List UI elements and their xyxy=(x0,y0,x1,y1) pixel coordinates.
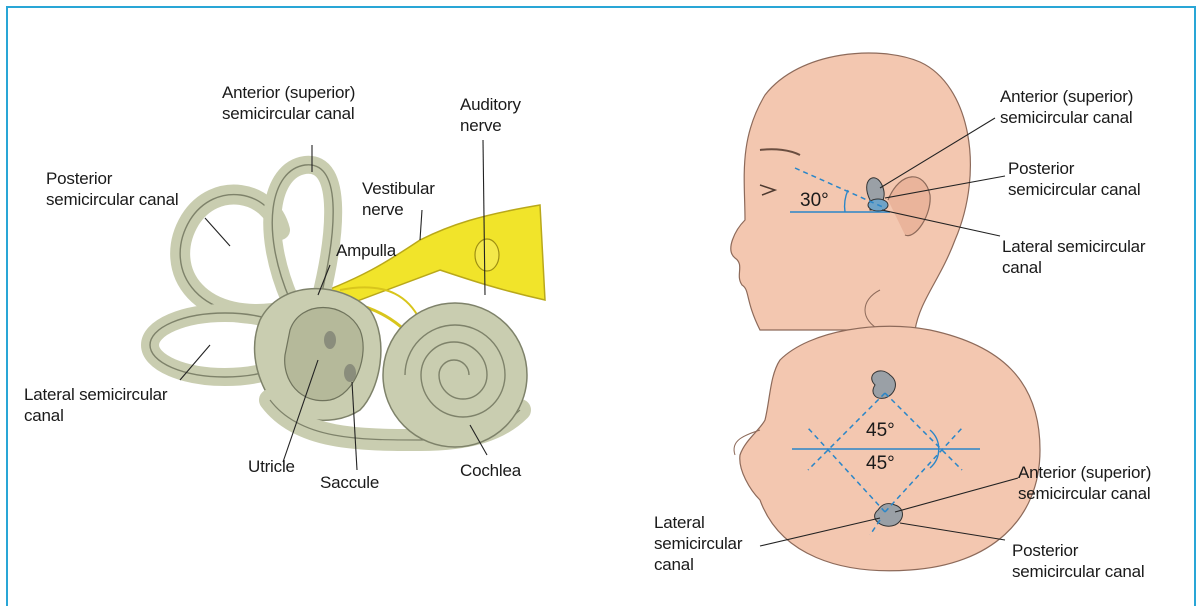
label-anterior-canal: Anterior (superior) semicircular canal xyxy=(222,82,355,124)
label-ampulla: Ampulla xyxy=(336,240,396,261)
label-side-anterior-canal: Anterior (superior) semicircular canal xyxy=(1000,86,1133,128)
cochlea-icon xyxy=(383,303,527,447)
label-saccule: Saccule xyxy=(320,472,379,493)
head-top-view xyxy=(734,326,1040,570)
saccule-icon xyxy=(344,364,356,382)
label-vestibular-nerve: Vestibular nerve xyxy=(362,178,435,220)
label-lateral-canal: Lateral semicircular canal xyxy=(24,384,167,426)
angle-label-lower: 45° xyxy=(866,453,895,475)
label-utricle: Utricle xyxy=(248,456,295,477)
labyrinth-illustration xyxy=(150,140,545,470)
label-top-lateral-canal: Lateral semicircular canal xyxy=(654,512,742,575)
label-top-posterior-canal: Posterior semicircular canal xyxy=(1012,540,1144,582)
label-side-lateral-canal: Lateral semicircular canal xyxy=(1002,236,1145,278)
label-top-anterior-canal: Anterior (superior) semicircular canal xyxy=(1018,462,1151,504)
angle-label-side: 30° xyxy=(800,190,829,212)
label-side-posterior-canal: Posterior semicircular canal xyxy=(1008,158,1140,200)
angle-label-upper: 45° xyxy=(866,420,895,442)
label-posterior-canal: Posterior semicircular canal xyxy=(46,168,178,210)
utricle-icon xyxy=(324,331,336,349)
label-cochlea: Cochlea xyxy=(460,460,521,481)
head-profile-icon xyxy=(731,53,971,330)
head-side-view xyxy=(731,53,1005,330)
label-auditory-nerve: Auditory nerve xyxy=(460,94,521,136)
